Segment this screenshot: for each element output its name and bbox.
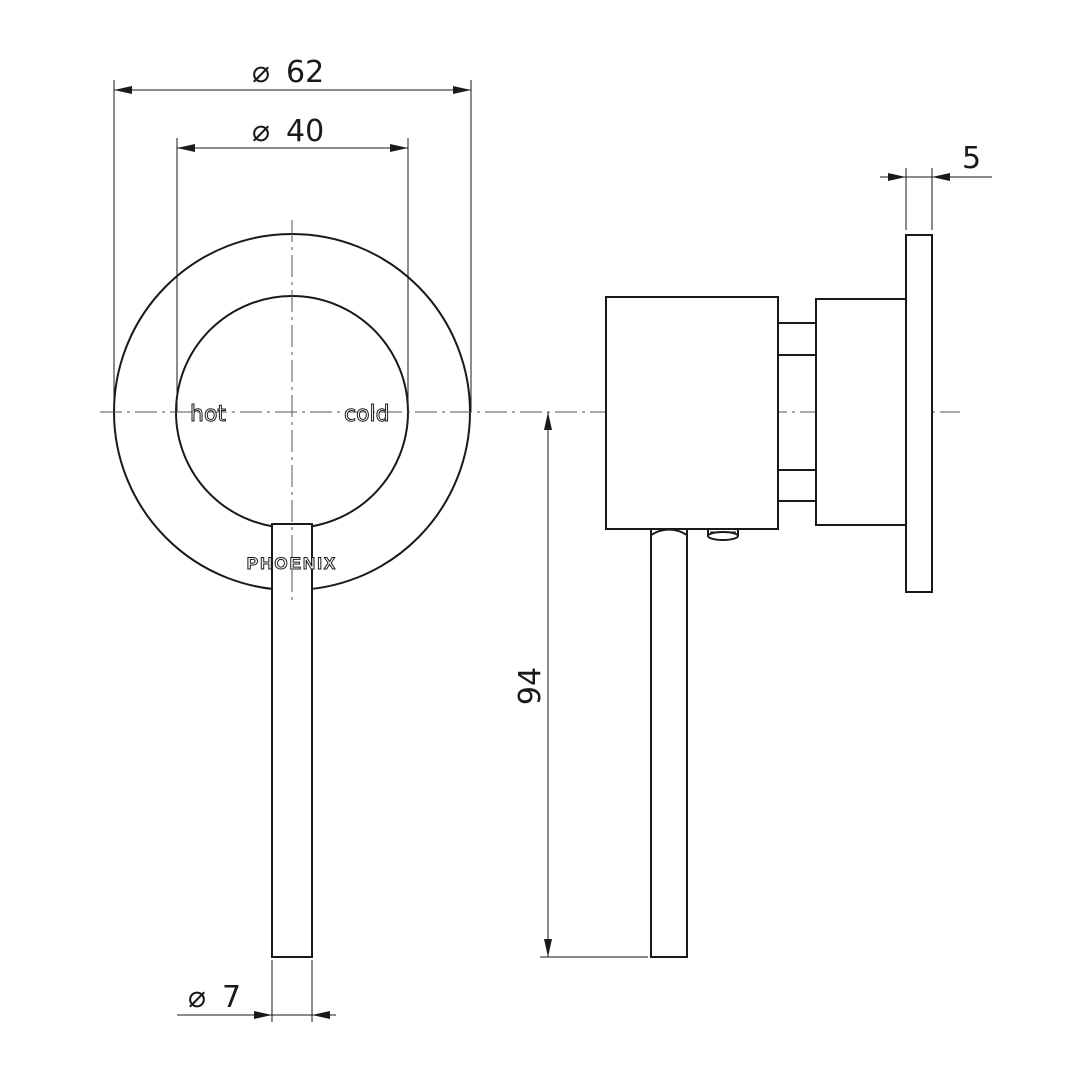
dimension-plate-thickness: 5 <box>880 141 992 230</box>
inner-diameter-value: 40 <box>286 114 324 149</box>
wall-plate <box>905 234 933 593</box>
grub-screw-icon <box>707 528 739 541</box>
mounting-body <box>815 298 907 526</box>
dimension-lever-diameter: ⌀ 7 <box>177 960 336 1022</box>
lever-length-value: 94 <box>513 667 548 705</box>
lever-collar <box>650 528 688 536</box>
handle-body-side <box>605 296 779 530</box>
cold-label: cold <box>344 402 390 427</box>
hot-label: hot <box>190 402 226 427</box>
lever-diameter-value: 7 <box>222 980 241 1015</box>
diameter-symbol: ⌀ <box>252 55 270 90</box>
front-view: hot cold PHOENIX ⌀ 62 ⌀ 40 ⌀ 7 <box>100 55 960 1022</box>
diameter-symbol: ⌀ <box>188 980 206 1015</box>
diameter-symbol: ⌀ <box>252 114 270 149</box>
outer-diameter-value: 62 <box>286 55 324 90</box>
lever-side <box>650 528 688 958</box>
brand-logo: PHOENIX <box>247 554 338 573</box>
dimension-outer-diameter: ⌀ 62 <box>114 55 471 94</box>
dimension-inner-diameter: ⌀ 40 <box>177 114 408 152</box>
side-view: 5 94 <box>513 141 992 958</box>
plate-thickness-value: 5 <box>962 141 981 176</box>
lever <box>271 523 313 958</box>
dimension-lever-length: 94 <box>513 412 648 958</box>
